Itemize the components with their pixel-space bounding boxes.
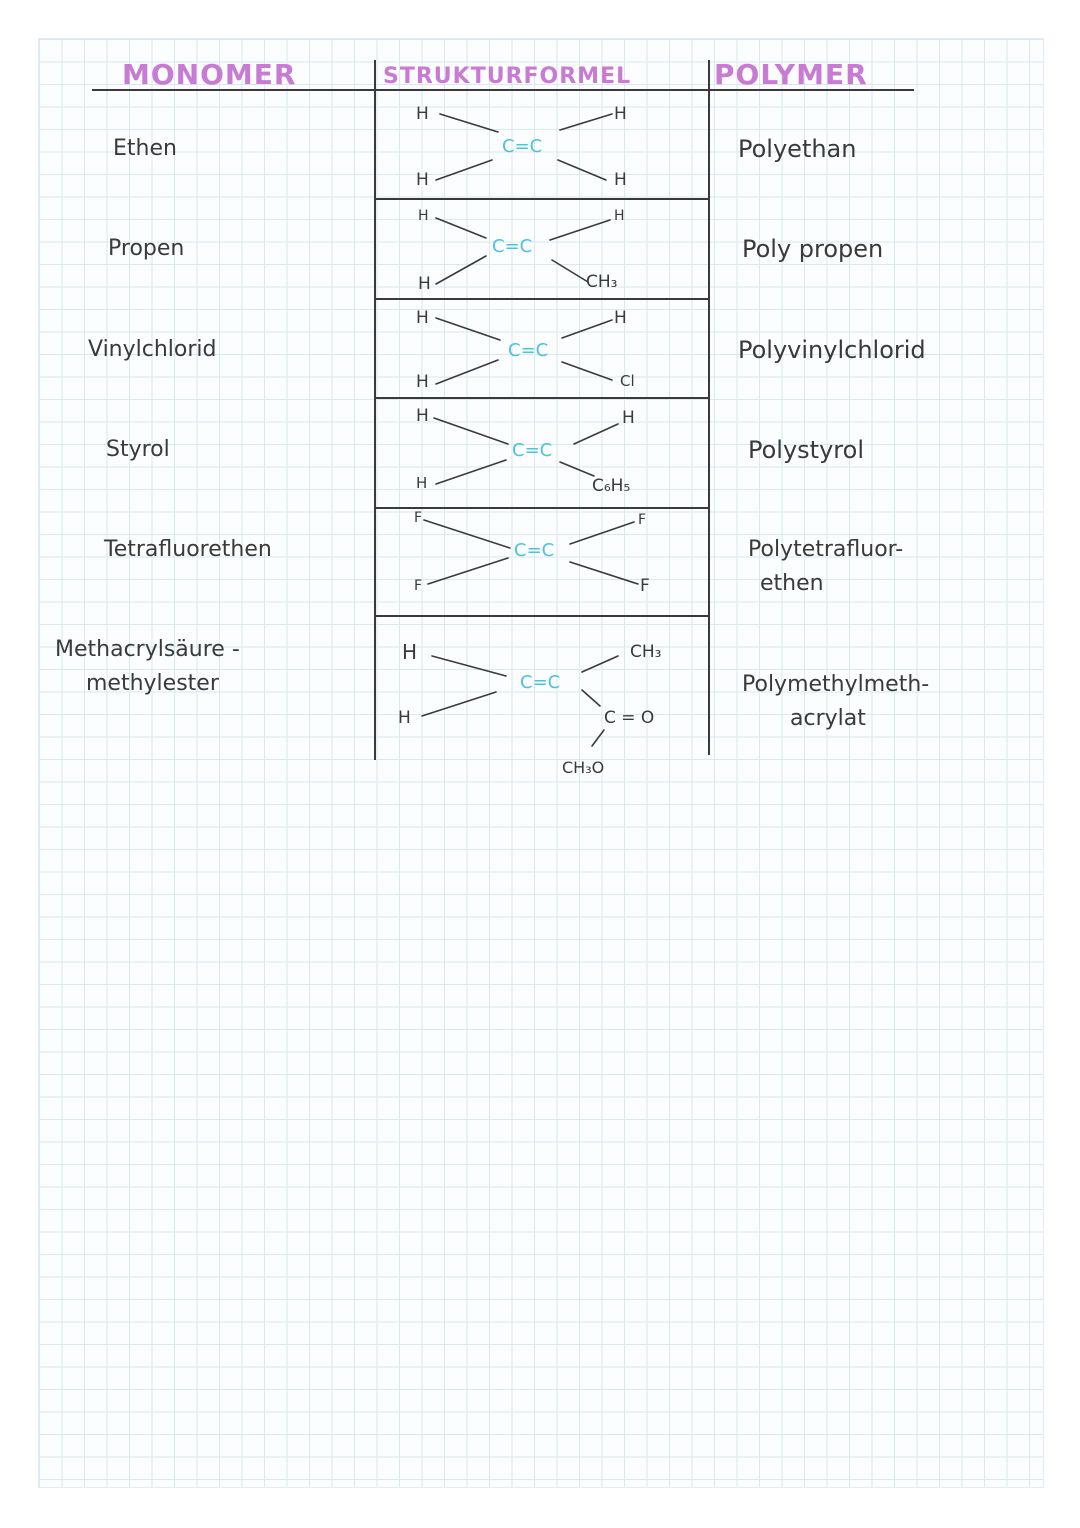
row-separator — [375, 507, 708, 509]
atom-tl: H — [402, 640, 418, 664]
atom-tl: H — [416, 104, 429, 124]
double-bond-cc: C=C — [502, 136, 543, 157]
row-separator — [375, 298, 708, 300]
monomer-methacrylsaeure-line2: methylester — [86, 671, 219, 696]
monomer-vinylchlorid: Vinylchlorid — [88, 337, 217, 362]
atom-tr: F — [638, 512, 647, 528]
atom-bl: H — [416, 170, 429, 190]
atom-bl: H — [416, 372, 429, 392]
atom-bl: F — [414, 578, 423, 594]
atom-tl: H — [416, 308, 429, 328]
monomer-ethen: Ethen — [113, 136, 177, 161]
column-divider-left — [374, 60, 376, 760]
header-strukturformel: STRUKTURFORMEL — [383, 64, 632, 89]
header-monomer: MONOMER — [122, 58, 297, 91]
atom-tr: CH₃ — [630, 642, 662, 662]
atom-br: C = O — [604, 708, 655, 728]
atom-br: H — [614, 170, 627, 190]
atom-br: C₆H₅ — [592, 476, 631, 496]
polymer-polypropen: Poly propen — [742, 235, 884, 263]
atom-tl: H — [418, 208, 429, 224]
monomer-styrol: Styrol — [106, 437, 170, 462]
atom-tl: F — [414, 510, 423, 526]
polymer-polyvinylchlorid: Polyvinylchlorid — [738, 336, 926, 364]
polymer-polyethan: Polyethan — [738, 135, 857, 163]
row-separator — [375, 198, 708, 200]
atom-bl: H — [418, 274, 431, 294]
polymer-polystyrol: Polystyrol — [748, 436, 864, 464]
monomer-propen: Propen — [108, 236, 185, 261]
double-bond-cc: C=C — [514, 540, 555, 561]
grid-paper-background — [38, 38, 1044, 1488]
atom-br: CH₃ — [586, 272, 618, 292]
atom-br: Cl — [620, 372, 635, 390]
row-separator — [375, 615, 708, 617]
polymer-pmma-line1: Polymethylmeth- — [742, 672, 930, 697]
atom-tl: H — [416, 406, 429, 426]
atom-ester: CH₃O — [562, 758, 605, 777]
atom-tr: H — [614, 308, 627, 328]
atom-tr: H — [614, 208, 625, 224]
double-bond-cc: C=C — [520, 672, 561, 693]
atom-bl: H — [398, 708, 411, 728]
atom-br: F — [640, 576, 650, 596]
monomer-methacrylsaeure-line1: Methacrylsäure - — [55, 637, 240, 662]
double-bond-cc: C=C — [508, 340, 549, 361]
monomer-tetrafluorethen: Tetrafluorethen — [104, 537, 272, 562]
row-separator — [375, 397, 708, 399]
atom-tr: H — [614, 104, 627, 124]
double-bond-cc: C=C — [512, 440, 553, 461]
column-divider-right — [708, 60, 710, 755]
header-underline — [92, 89, 914, 91]
atom-tr: H — [622, 408, 635, 428]
atom-bl: H — [416, 474, 428, 492]
polymer-polytetrafluorethen-line2: ethen — [760, 571, 824, 596]
double-bond-cc: C=C — [492, 236, 533, 257]
header-polymer: POLYMER — [714, 58, 868, 91]
polymer-polytetrafluorethen-line1: Polytetrafluor- — [748, 537, 904, 562]
polymer-pmma-line2: acrylat — [790, 706, 866, 731]
